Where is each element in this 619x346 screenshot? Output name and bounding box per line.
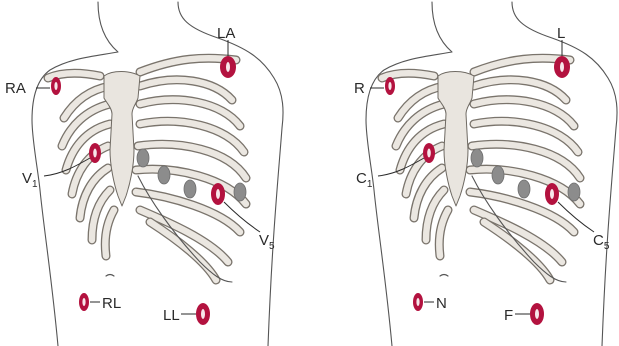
label-right-leg: RL — [102, 295, 121, 312]
electrode-right-leg — [79, 293, 89, 311]
electrode-chest-1 — [89, 143, 101, 163]
label-right-leg: N — [436, 295, 447, 312]
rib-cage — [382, 58, 580, 282]
label-chest-1: C1 — [356, 170, 373, 190]
electrode-chest-5 — [545, 183, 559, 205]
rib-cage — [48, 58, 246, 282]
electrode-left-leg — [530, 303, 544, 325]
label-left-leg: LL — [163, 307, 180, 324]
label-right-arm: RA — [5, 80, 26, 97]
electrode-left-arm — [554, 56, 570, 78]
label-left-leg: F — [504, 307, 513, 324]
electrode-right-leg — [413, 293, 423, 311]
electrode-left-arm — [220, 56, 236, 78]
label-right-arm: R — [354, 80, 365, 97]
electrode-chest-1 — [423, 143, 435, 163]
electrode-left-leg — [196, 303, 210, 325]
label-chest-1: V1 — [22, 170, 38, 190]
label-left-arm: L — [557, 25, 565, 42]
right-panel: R L C1 C5 N F — [354, 2, 617, 346]
label-chest-5: V5 — [259, 232, 275, 252]
electrode-chest-5 — [211, 183, 225, 205]
electrode-right-arm — [385, 77, 395, 95]
electrode-right-arm — [51, 77, 61, 95]
label-left-arm: LA — [217, 25, 235, 42]
left-panel: RA LA V1 V5 RL LL — [5, 2, 283, 346]
